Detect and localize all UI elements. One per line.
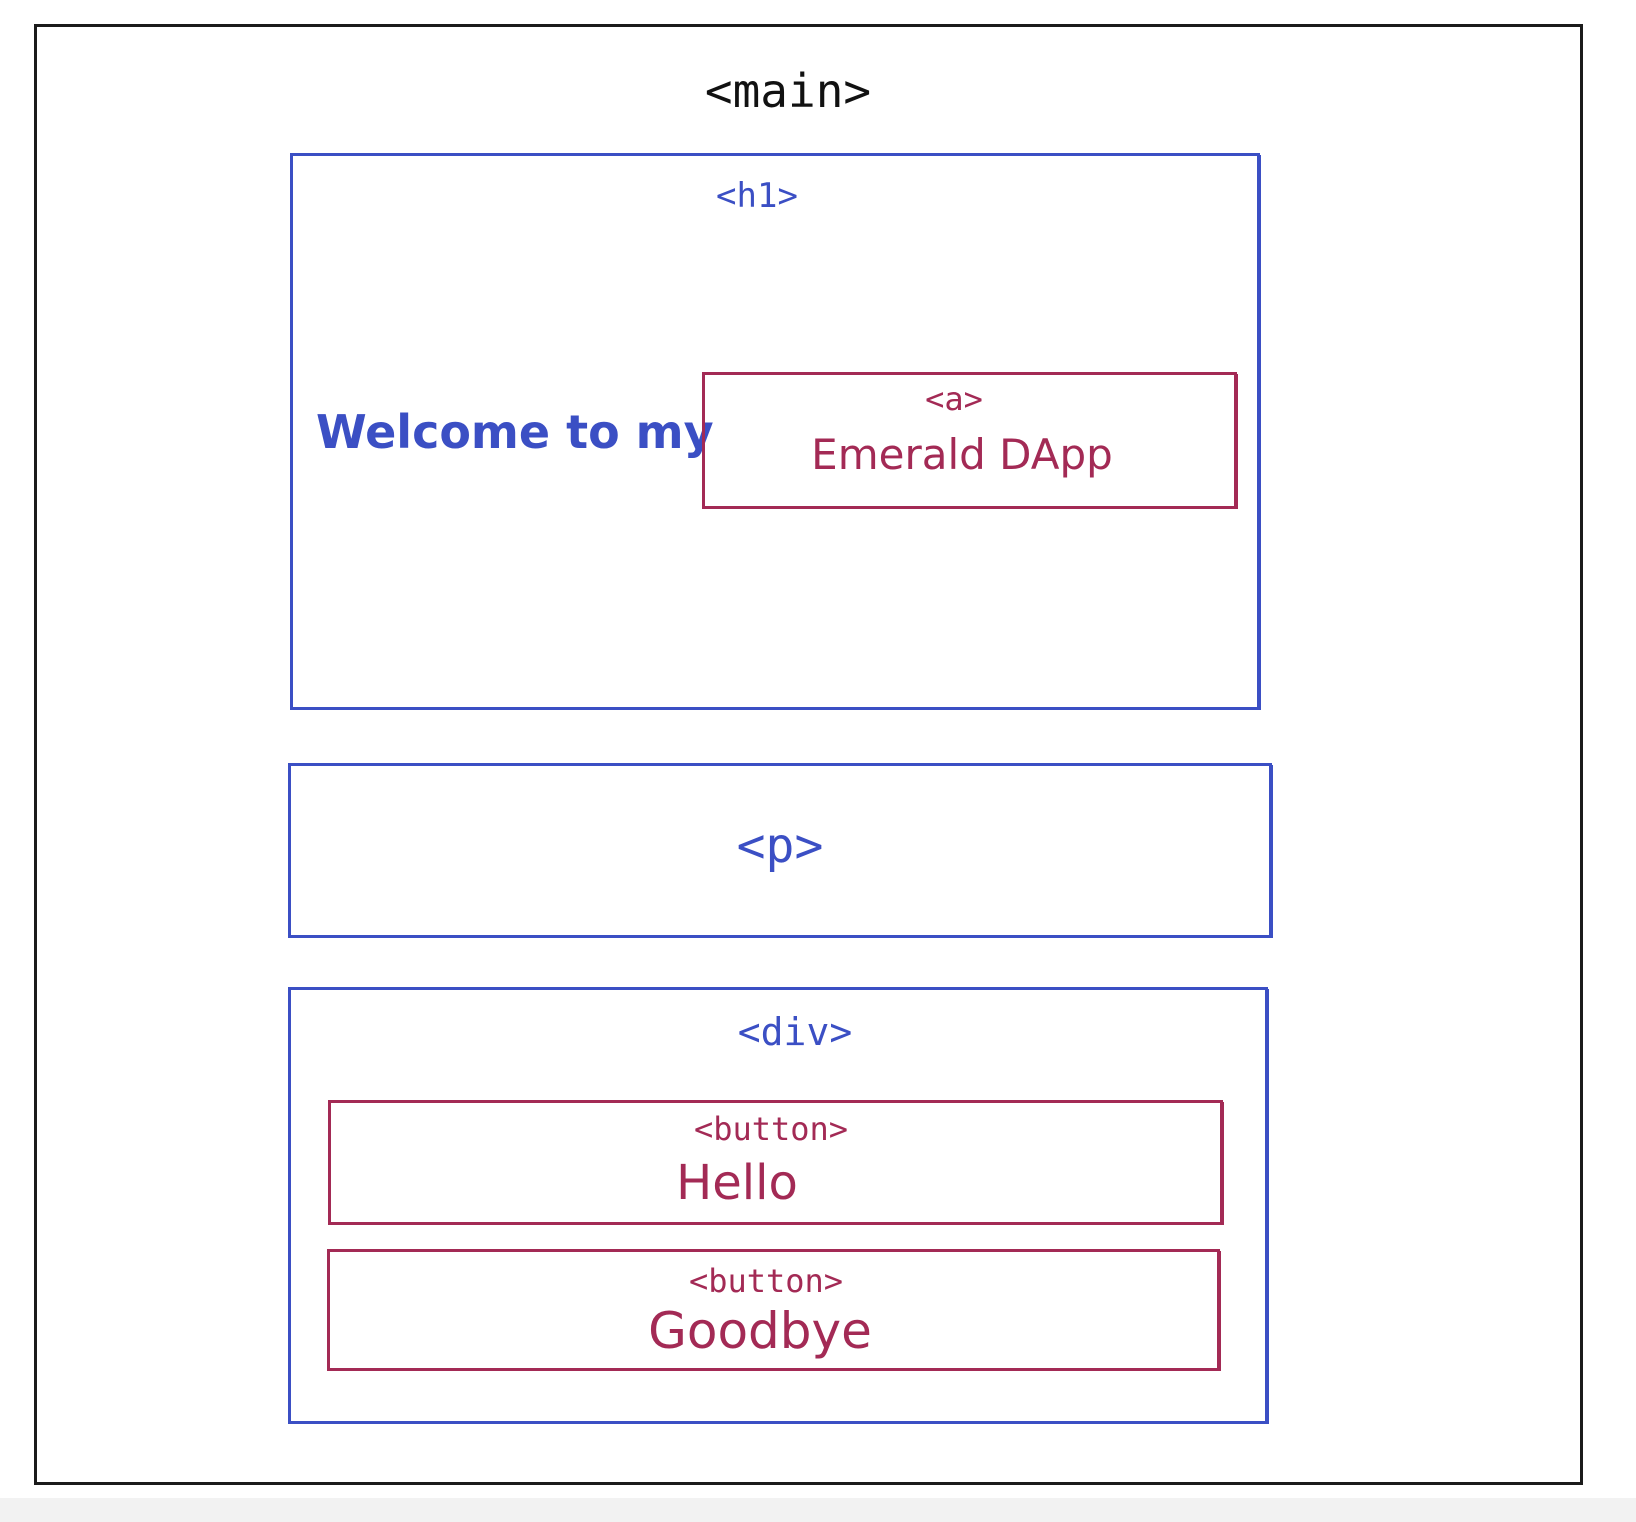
goodbye-button-text: Goodbye — [648, 1302, 872, 1360]
a-tag-label: <a> — [925, 380, 983, 418]
hello-button-box — [328, 1100, 1223, 1225]
p-tag-label: <p> — [736, 818, 824, 874]
a-element-box — [702, 372, 1237, 509]
goodbye-button-tag-label: <button> — [688, 1262, 844, 1300]
main-tag-label: <main> — [704, 64, 872, 118]
hello-button-tag-label: <button> — [693, 1110, 849, 1148]
goodbye-button-box — [327, 1249, 1220, 1371]
main-element-box — [34, 24, 1583, 1485]
a-text: Emerald DApp — [811, 430, 1113, 479]
div-tag-label: <div> — [737, 1010, 853, 1054]
h1-text: Welcome to my — [316, 405, 714, 459]
p-element-box — [288, 763, 1272, 938]
hello-button-text: Hello — [676, 1155, 798, 1211]
h1-tag-label: <h1> — [716, 176, 798, 216]
div-element-box — [288, 987, 1268, 1424]
h1-element-box — [290, 153, 1260, 710]
bottom-strip — [0, 1498, 1636, 1522]
